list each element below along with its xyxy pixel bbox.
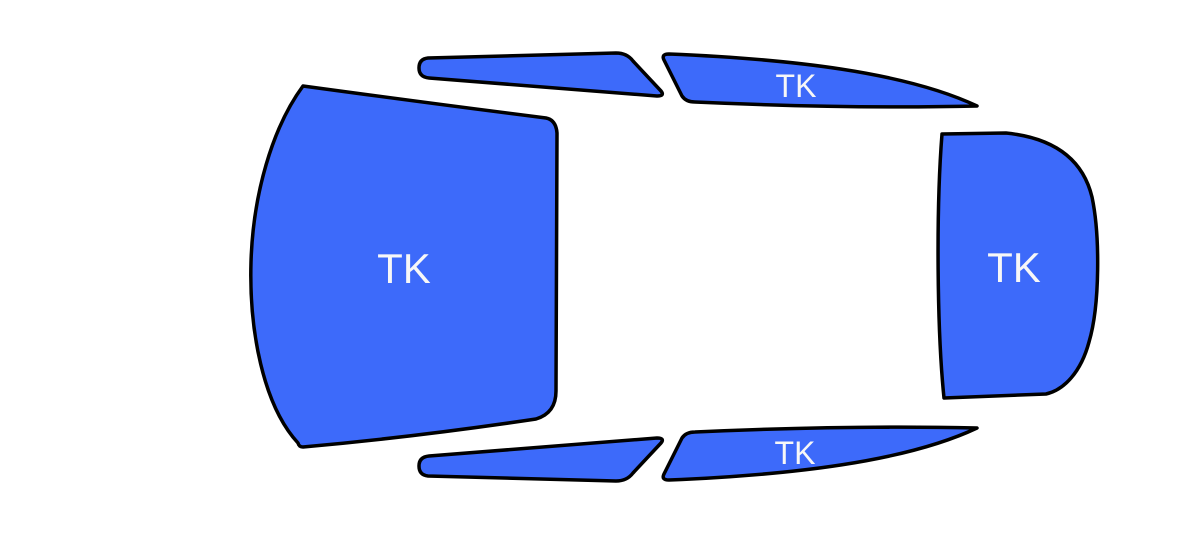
rear-side-window-bottom-shape[interactable]	[661, 425, 979, 482]
windshield-shape[interactable]	[249, 84, 559, 449]
rear-window-label: TK	[987, 244, 1041, 291]
rear-side-window-top-shape[interactable]	[661, 52, 979, 109]
rear-window-shape[interactable]	[936, 131, 1100, 400]
rear-side-window-bottom-label: TK	[775, 435, 816, 471]
rear-side-window-top-label: TK	[776, 68, 817, 104]
windshield-label: TK	[377, 245, 431, 292]
front-side-window-top-shape[interactable]	[417, 51, 665, 98]
front-side-window-bottom-shape[interactable]	[417, 436, 665, 483]
